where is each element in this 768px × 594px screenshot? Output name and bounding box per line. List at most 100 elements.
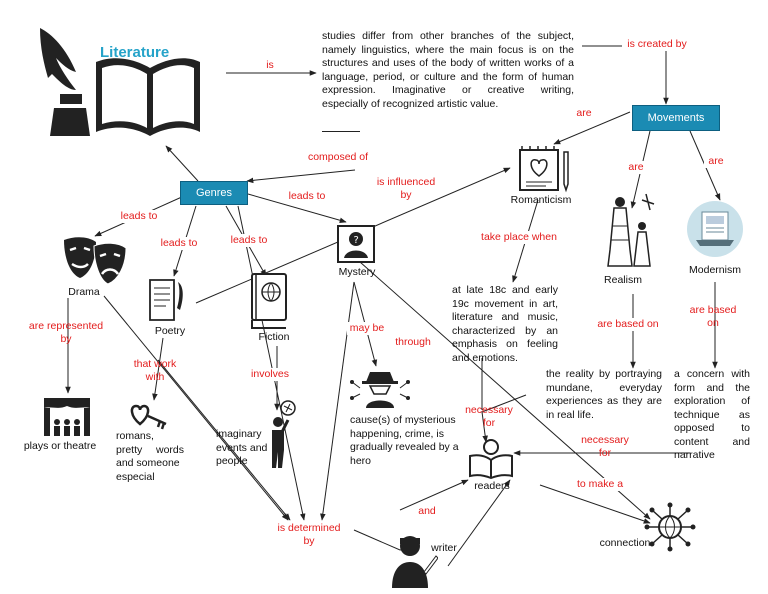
text-line: romans, (116, 430, 154, 442)
edge-leads-mystery (247, 193, 347, 223)
fiction-label: Fiction (258, 331, 290, 343)
mystery-portrait-icon: ? (337, 225, 375, 263)
realism-label: Realism (604, 274, 642, 286)
edge-to-make (539, 484, 651, 524)
modernism-label: Modernism (689, 264, 741, 276)
edge-label-necessary-for: necessary for (578, 434, 632, 460)
text-line: and emotions. (452, 351, 518, 364)
modernism-laptop-icon (687, 201, 743, 257)
text-line: emphasis on feeling (452, 338, 558, 350)
definition-text: studies differ from other branches of th… (322, 30, 574, 111)
label-line: with (145, 371, 165, 383)
reader-book-icon (469, 439, 513, 480)
text-line: experiences as they are (546, 395, 662, 407)
edge-work-determined (157, 359, 291, 521)
text-line: opposed to (674, 422, 750, 434)
imaginary-text: imaginary events and people (216, 428, 276, 469)
edge-label-leads-to: leads to (117, 210, 161, 223)
edge-label-leads-to: leads to (157, 237, 201, 250)
drama-masks-icon (64, 237, 127, 285)
label-line: necessary (581, 434, 629, 446)
text-line: cause(s) of mysterious (350, 414, 456, 426)
edge-label-is-determined-by: is determined by (268, 522, 350, 548)
genres-box: Genres (180, 181, 248, 205)
edge-label-involves: involves (248, 368, 292, 381)
text-line: events and (216, 441, 268, 454)
realism-description: the reality by portraying mundane, every… (546, 368, 662, 422)
label-line: by (60, 333, 72, 345)
drama-label: Drama (68, 286, 100, 298)
modernism-description: a concern with form and the exploration … (674, 368, 750, 463)
edge-composed-of (246, 169, 356, 184)
edge-label-are-based-on: are based on (594, 318, 662, 331)
edge-and (399, 479, 469, 511)
writer-person-icon (392, 536, 438, 588)
text-line: characterized by an (452, 324, 558, 337)
edge-drama-determined (103, 295, 289, 521)
text-line: content and (674, 435, 750, 448)
edge-label-necessary-for: necessary for (462, 404, 516, 430)
definition-line: namely linguistics, where the main focus… (322, 43, 574, 56)
edge-created-by (582, 45, 669, 105)
edge-necessary-1 (481, 394, 527, 443)
edge-label-are: are (624, 161, 648, 174)
edge-label-are-represented-by: are represented by (22, 320, 110, 346)
label-line: by (400, 189, 412, 201)
definition-line: expression. Imaginative or creative writ… (322, 84, 574, 96)
label-line: for (482, 417, 496, 429)
text-line: happening, crime, is (350, 427, 444, 440)
romanticism-label: Romanticism (510, 194, 572, 206)
label-line: is determined (277, 522, 341, 534)
poetry-scroll-icon (149, 279, 183, 321)
edge-label-to-make-a: to make a (572, 478, 628, 491)
edge-fiction-determined (237, 205, 306, 521)
edge-label-is-influenced-by: is influenced by (372, 176, 440, 202)
realism-figures-icon (607, 193, 655, 267)
text-line: form and the (674, 381, 750, 394)
edge-genres-literature (165, 145, 199, 182)
connection-network-icon (644, 502, 696, 552)
romanticism-description: at late 18c and early 19c movement in ar… (452, 284, 558, 365)
text-line: at late 18c and early (452, 284, 558, 296)
theatre-stage-icon (44, 398, 90, 436)
poetry-label: Poetry (154, 325, 186, 337)
text-line: in real life. (546, 408, 594, 421)
writer-label: writer (431, 542, 457, 554)
definition-line: studies differ from other branches of th… (322, 30, 574, 42)
edge-label-leads-to: leads to (285, 190, 329, 203)
fiction-book-icon (251, 273, 287, 329)
text-line: mundane, everyday (546, 381, 662, 394)
edge-label-may-be: may be (347, 322, 387, 335)
readers-label: readers (474, 480, 510, 492)
edge-label-is-created-by: is created by (622, 38, 692, 51)
definition-line: language, period, or culture and the for… (322, 70, 574, 83)
text-line: 19c movement in art, (452, 297, 558, 310)
heart-key-icon (130, 404, 167, 430)
label-line: necessary (465, 404, 513, 416)
label-line: by (303, 535, 315, 547)
edge-label-are-based-on: are based on (686, 304, 740, 330)
connection-label: connection (599, 537, 651, 549)
text-line: people (216, 455, 248, 467)
label-line: that work (133, 358, 177, 370)
text-line: technique as (674, 408, 750, 421)
romans-text: romans, pretty words and someone especia… (116, 430, 184, 484)
definition-line: structures and uses of the body of writt… (322, 57, 574, 69)
definition-line: especially of recognized artistic value. (322, 97, 499, 110)
edge-writer-readers (447, 479, 511, 567)
edge-label-through: through (390, 336, 436, 349)
text-line: literature and music, (452, 311, 558, 323)
text-line: pretty words (116, 443, 184, 456)
label-line: are represented (28, 320, 104, 332)
mysterious-text: cause(s) of mysterious happening, crime,… (350, 414, 466, 468)
thinking-person-icon (272, 400, 296, 468)
quill-book-icon (40, 28, 200, 136)
svg-text:?: ? (354, 235, 359, 246)
edge-label-leads-to: leads to (227, 234, 271, 247)
spy-network-icon (350, 372, 410, 408)
edge-label-that-work-with: that work with (128, 358, 182, 384)
edge-label-and: and (414, 505, 440, 518)
plays-label: plays or theatre (23, 440, 97, 452)
romantic-notebook-icon (519, 146, 569, 193)
edge-label-is: is (262, 59, 278, 72)
